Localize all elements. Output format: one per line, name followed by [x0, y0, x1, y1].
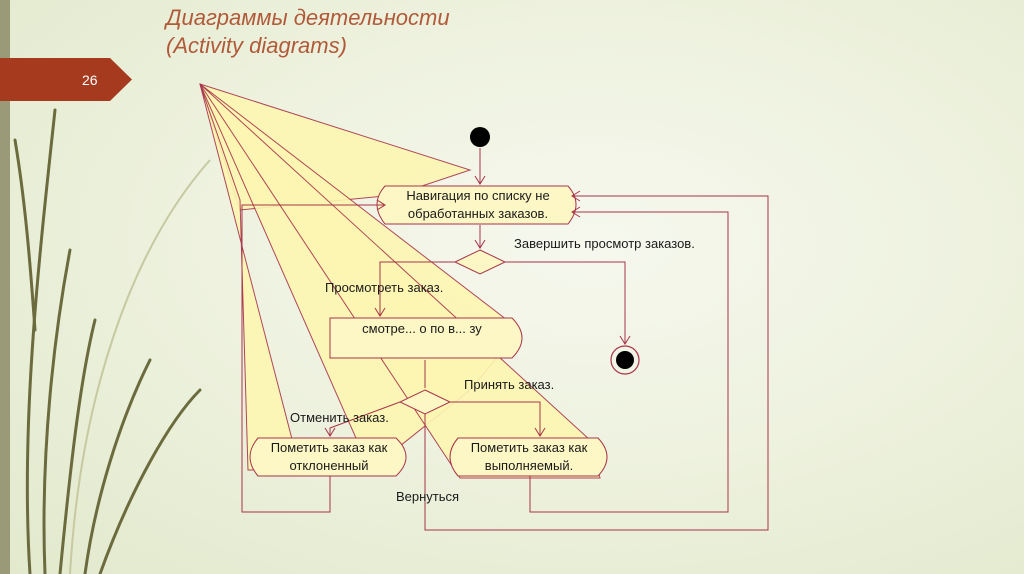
connectors	[241, 148, 769, 531]
grass-decoration	[13, 108, 202, 574]
left-decor-strip	[0, 0, 10, 574]
node-done-shape	[449, 437, 608, 477]
start-node	[470, 127, 490, 147]
node-view-shape	[329, 317, 523, 359]
label-return: Вернуться	[396, 489, 460, 504]
title-line-2: (Activity diagrams)	[166, 33, 347, 58]
node-done-text: Пометить заказ как выполняемый.	[470, 440, 588, 473]
arrowheads	[324, 175, 631, 437]
label-cancel: Отменить заказ.	[290, 410, 389, 425]
label-finish: Завершить просмотр заказов.	[514, 236, 695, 251]
slide-title: Диаграммы деятельности (Activity diagram…	[166, 4, 450, 60]
node-rejected-shape	[249, 437, 407, 477]
slide-number-tab	[0, 58, 132, 101]
label-accept: Принять заказ.	[464, 377, 555, 392]
node-rejected-text: Пометить заказ как отклоненный	[270, 440, 388, 473]
callout-wedges	[199, 83, 601, 479]
label-view-order: Просмотреть заказ.	[325, 280, 444, 295]
end-node	[610, 345, 640, 375]
slide-number: 26	[82, 72, 98, 88]
node-navigate-shape	[376, 185, 577, 225]
node-navigate-text: Навигация по списку не обработанных зака…	[406, 188, 550, 221]
tall-grass-line	[69, 159, 211, 574]
activity-nodes	[249, 185, 608, 477]
node-view-text: смотре... о по в... зу	[362, 321, 482, 336]
title-line-1: Диаграммы деятельности	[166, 5, 450, 30]
decision-finish	[453, 249, 507, 275]
